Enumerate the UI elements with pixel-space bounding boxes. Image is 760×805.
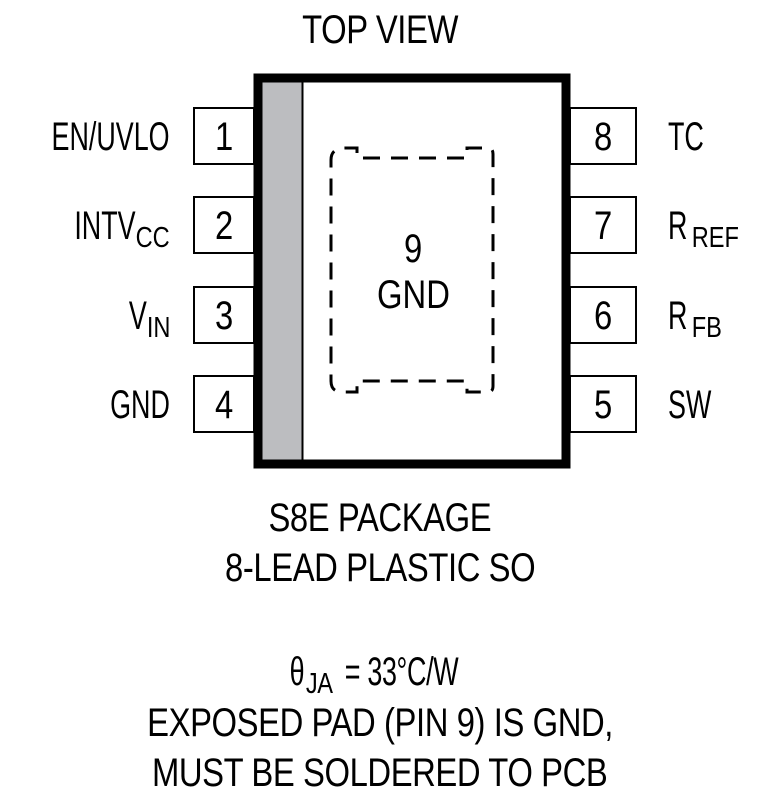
exposed-pad-label: 9 GND [376, 227, 450, 317]
pin-number-4: 4 [214, 383, 234, 427]
view-title: TOP VIEW [302, 8, 458, 52]
package-name: S8E PACKAGE [268, 496, 492, 540]
pin-box-7 [569, 196, 637, 254]
pin-number-8: 8 [593, 115, 613, 159]
pin-label-tc: TC [668, 115, 704, 159]
package-body [253, 73, 571, 469]
pin-box-4 [193, 375, 255, 433]
exposed-pad-outline [329, 146, 495, 394]
pin-box-8 [569, 107, 637, 165]
pin-box-6 [569, 286, 637, 344]
pin-number-7: 7 [593, 204, 613, 248]
package-description: 8-LEAD PLASTIC SO [224, 546, 536, 590]
pin-number-5: 5 [593, 383, 613, 427]
pin-box-2 [193, 196, 255, 254]
pin-label-intvcc: INTVCC [74, 204, 170, 255]
pin-box-3 [193, 286, 255, 344]
pin1-indicator-stripe [262, 82, 302, 460]
thermal-resistance-note: θJA = 33°C/W [290, 650, 460, 701]
exposed-pad-note: EXPOSED PAD (PIN 9) IS GND, [147, 701, 613, 745]
pin-box-1 [193, 107, 255, 165]
pin-number-6: 6 [593, 294, 613, 338]
pin-number-1: 1 [214, 115, 234, 159]
pin-number-2: 2 [214, 204, 234, 248]
solder-note: MUST BE SOLDERED TO PCB [152, 751, 608, 795]
pin-label-sw: SW [668, 383, 712, 427]
pin-label-gnd: GND [110, 383, 170, 427]
pin-label-en-uvlo: EN/UVLO [51, 115, 170, 159]
pin-number-3: 3 [214, 294, 234, 338]
pin-label-vin: VIN [128, 294, 170, 345]
